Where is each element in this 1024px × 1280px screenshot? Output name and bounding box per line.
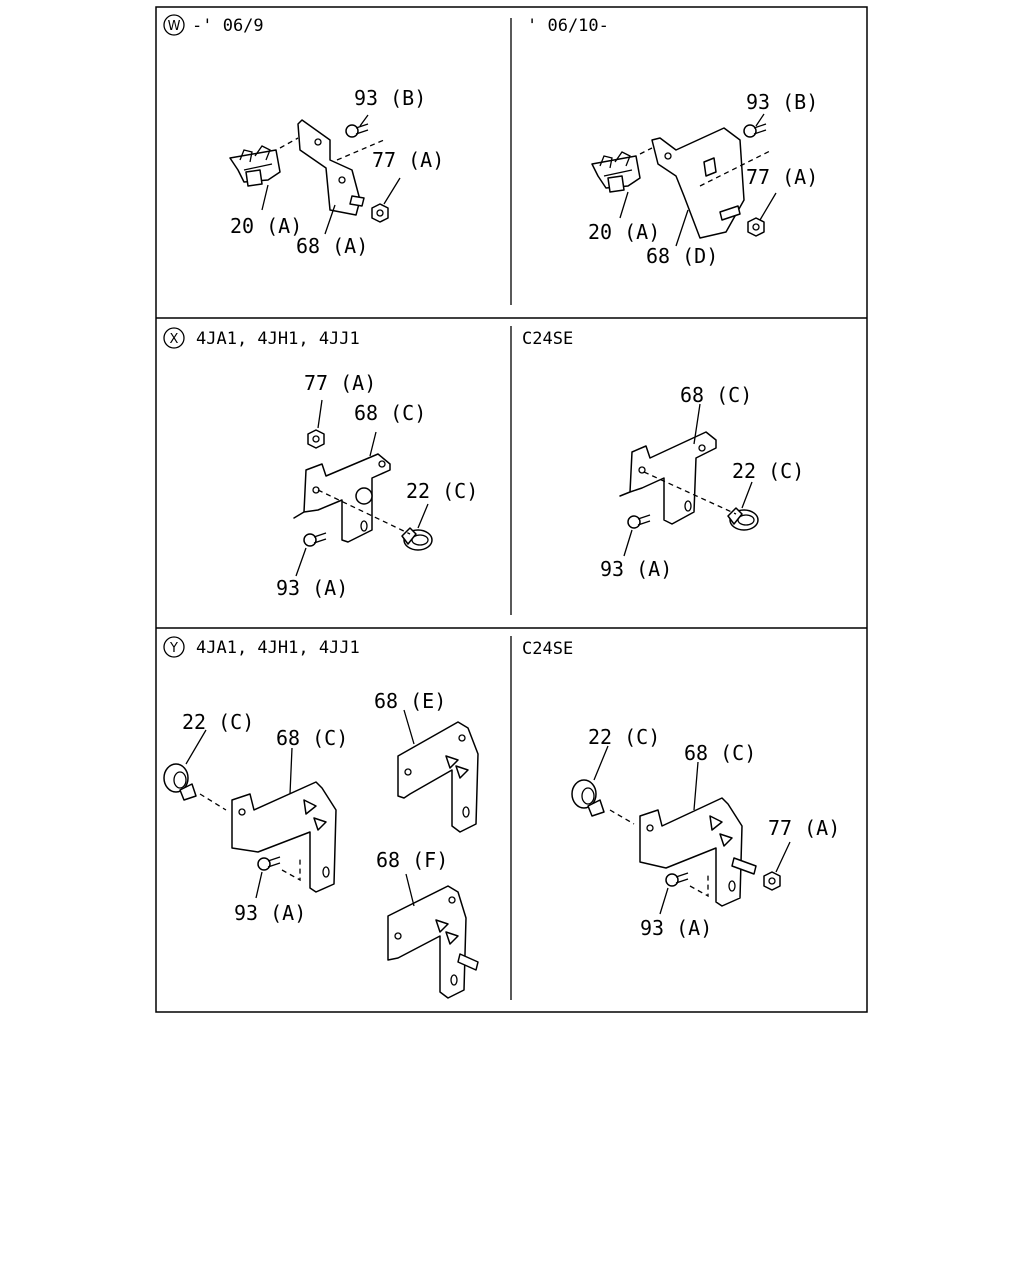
label-68a: 68 (A) <box>296 234 368 258</box>
header-x-right: C24SE <box>522 329 573 349</box>
label-77a: 77 (A) <box>372 148 444 172</box>
panel-x-left: X 4JA1, 4JH1, 4JJ1 77 (A) 68 (C) 22 (C) <box>163 327 478 600</box>
label-68c: 68 (C) <box>680 383 752 407</box>
header-w-right: ' 06/10- <box>527 16 609 36</box>
panel-w-right: ' 06/10- 93 (B) 77 (A) 20 (A) 68 (D) <box>527 16 818 268</box>
label-77a: 77 (A) <box>304 371 376 395</box>
bolt-93a-icon <box>665 872 689 887</box>
label-68e: 68 (E) <box>374 689 446 713</box>
label-77a: 77 (A) <box>746 165 818 189</box>
bracket-68c-icon <box>293 453 391 543</box>
clamp-22c-icon <box>727 507 759 531</box>
bolt-93a-icon <box>627 514 651 529</box>
clip-20a-icon <box>591 151 641 193</box>
clamp-22c-icon <box>571 779 605 817</box>
label-68c: 68 (C) <box>354 401 426 425</box>
label-93b: 93 (B) <box>746 90 818 114</box>
bolt-93a-icon <box>303 532 327 547</box>
clamp-22c-icon <box>401 527 433 551</box>
bracket-68a-icon <box>297 119 365 216</box>
header-y-right: C24SE <box>522 639 573 659</box>
label-68c: 68 (C) <box>276 726 348 750</box>
label-77a: 77 (A) <box>768 816 840 840</box>
label-22c: 22 (C) <box>406 479 478 503</box>
label-93a: 93 (A) <box>234 901 306 925</box>
nut-77a-icon <box>747 217 765 237</box>
header-w-left: -' 06/9 <box>192 16 264 36</box>
label-68d: 68 (D) <box>646 244 718 268</box>
label-93b: 93 (B) <box>354 86 426 110</box>
marker-w-letter: W <box>168 19 181 34</box>
bracket-68e-icon <box>397 721 479 833</box>
clip-20a-icon <box>229 145 281 187</box>
bracket-68d-icon <box>651 127 745 239</box>
diagram-frame <box>155 6 868 1013</box>
marker-y-letter: Y <box>169 641 178 656</box>
bracket-68c-icon <box>231 781 337 893</box>
bracket-68c-icon <box>619 431 717 525</box>
stud-icon <box>719 205 741 221</box>
label-93a: 93 (A) <box>640 916 712 940</box>
label-68c: 68 (C) <box>684 741 756 765</box>
panel-y-left: Y 4JA1, 4JH1, 4JJ1 22 (C) 68 (C) 93 (A) <box>163 636 479 999</box>
bolt-93b-icon <box>345 123 369 138</box>
marker-w-icon: W <box>163 14 185 36</box>
label-20a: 20 (A) <box>588 220 660 244</box>
label-22c: 22 (C) <box>182 710 254 734</box>
clamp-22c-icon <box>163 763 197 801</box>
marker-x-letter: X <box>170 332 179 347</box>
marker-y-icon: Y <box>163 636 185 658</box>
nut-77a-icon <box>763 871 781 891</box>
header-y-left: 4JA1, 4JH1, 4JJ1 <box>196 638 360 658</box>
bracket-68f-icon <box>387 885 479 999</box>
label-22c: 22 (C) <box>588 725 660 749</box>
label-22c: 22 (C) <box>732 459 804 483</box>
bracket-68c-icon <box>639 797 743 907</box>
panel-w-left: W -' 06/9 93 (B) 77 (A) 20 <box>163 14 444 258</box>
bolt-93a-icon <box>257 856 281 871</box>
panel-y-right: C24SE 22 (C) 68 (C) 77 (A) 93 (A <box>522 639 840 940</box>
stud-icon <box>731 857 757 875</box>
bolt-93b-icon <box>743 123 767 138</box>
marker-x-icon: X <box>163 327 185 349</box>
label-68f: 68 (F) <box>376 848 448 872</box>
nut-77a-icon <box>371 203 389 223</box>
label-93a: 93 (A) <box>600 557 672 581</box>
panel-x-right: C24SE 68 (C) 22 (C) 93 (A) <box>522 329 804 581</box>
nut-77a-icon <box>307 429 325 449</box>
header-x-left: 4JA1, 4JH1, 4JJ1 <box>196 329 360 349</box>
label-93a: 93 (A) <box>276 576 348 600</box>
label-20a: 20 (A) <box>230 214 302 238</box>
